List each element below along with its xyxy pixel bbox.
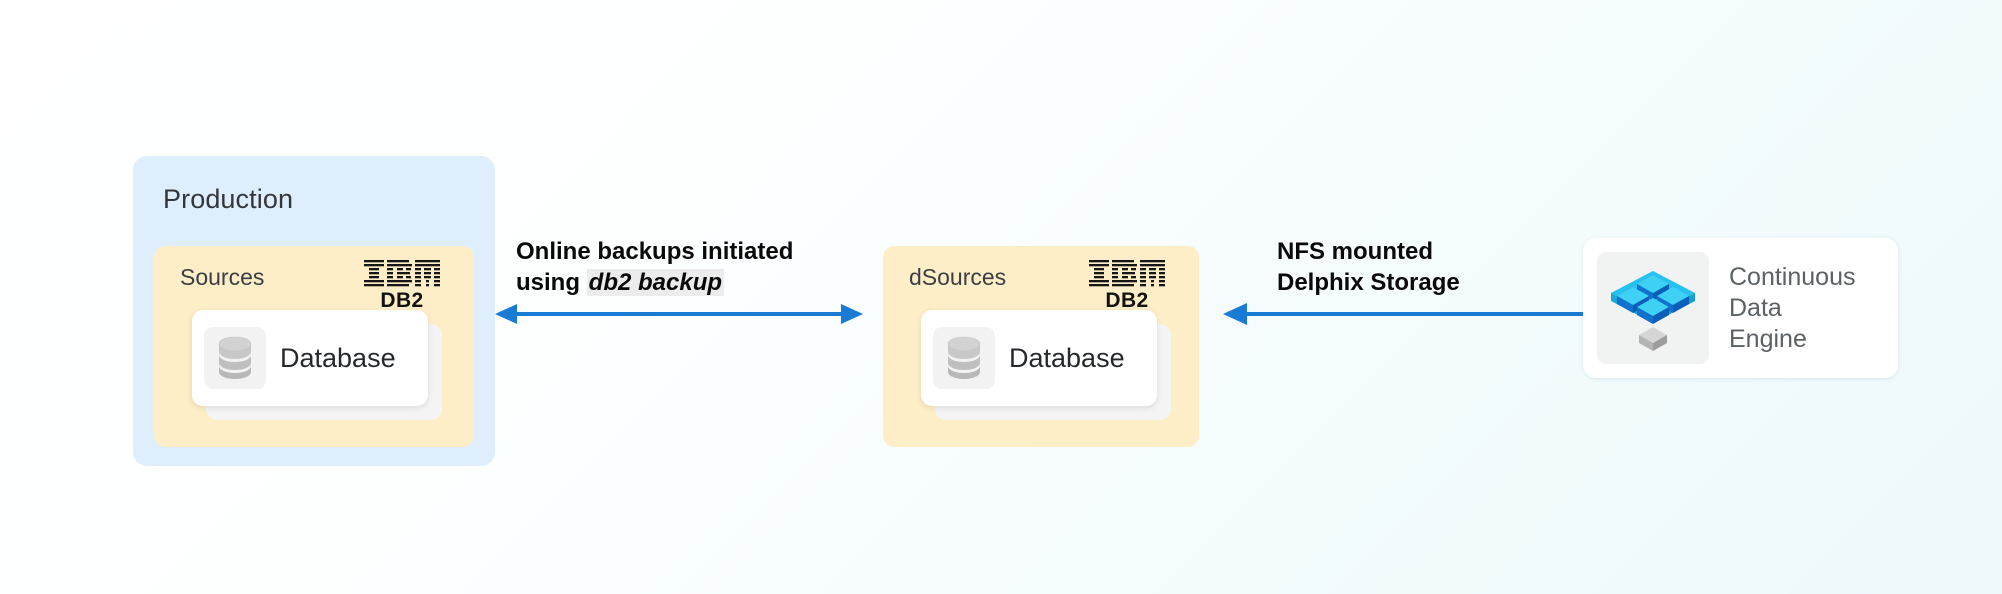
engine-label-line2: Data [1729,293,1782,322]
backup-connector-label: Online backups initiated using db2 backu… [516,237,793,298]
engine-label-line1: Continuous [1729,262,1856,291]
sources-box: Sources [154,246,474,447]
engine-label-line3: Engine [1729,324,1807,353]
database-icon [204,327,266,389]
ibm-db2-logo: DB2 [360,260,444,311]
backup-command-chip: db2 backup [586,268,725,296]
database-card-label: Database [280,342,396,373]
db2-product-label: DB2 [380,289,424,312]
backup-label-line1: Online backups initiated [516,238,794,265]
nfs-connector-arrow [1223,303,1583,325]
production-panel: Production Sources [133,156,495,466]
sources-label: Sources [180,264,265,290]
backup-label-line2: using db2 backup [516,268,793,299]
sources-card-stack: Database [192,310,442,422]
backup-connector-arrow [495,304,863,324]
db2-product-label: DB2 [1105,289,1149,312]
dsources-box: dSources [883,246,1199,447]
database-card[interactable]: Database [921,310,1157,406]
delphix-cubes-icon [1597,252,1709,364]
database-cylinder-icon [218,336,252,379]
database-card-label: Database [1009,342,1125,373]
delphix-logo-icon [1611,271,1695,351]
continuous-data-engine-label: Continuous Data Engine [1729,262,1855,355]
continuous-data-engine-card[interactable]: Continuous Data Engine [1583,238,1898,378]
backup-label-prefix: using [516,268,587,296]
ibm-logo-icon [1089,260,1165,287]
dsources-label: dSources [909,264,1007,290]
nfs-label-line1: NFS mounted [1277,238,1433,265]
database-cylinder-icon [947,336,981,379]
ibm-db2-logo-dsources: DB2 [1085,260,1169,311]
database-card[interactable]: Database [192,310,428,406]
database-icon [933,327,995,389]
ibm-logo-icon [364,260,440,287]
nfs-connector-label: NFS mounted Delphix Storage [1277,237,1460,298]
dsources-card-stack: Database [921,310,1171,422]
production-panel-title: Production [163,184,294,214]
nfs-label-line2: Delphix Storage [1277,268,1460,296]
